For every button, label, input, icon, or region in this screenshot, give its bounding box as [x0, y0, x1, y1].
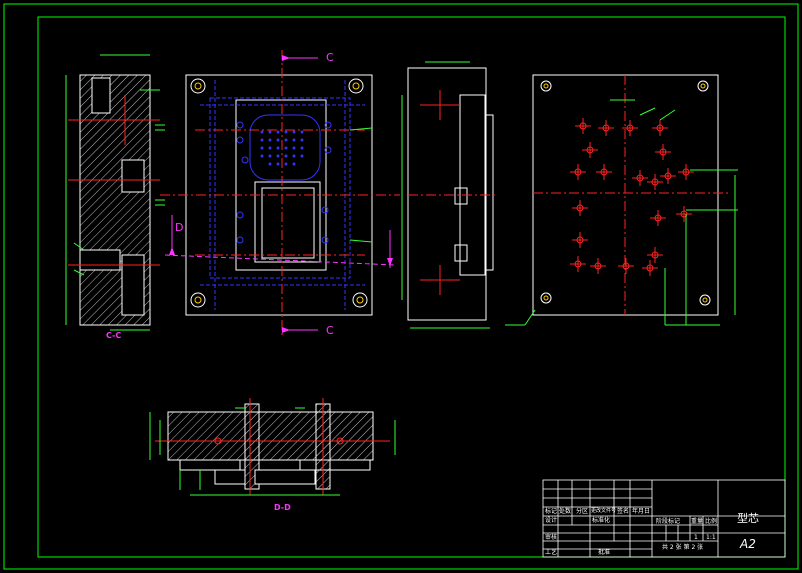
- tb-left-label: 工艺: [545, 549, 558, 556]
- view-label-dd: D-D: [274, 503, 291, 512]
- title-block: [542, 479, 786, 558]
- tb-scale: 1:1: [706, 534, 716, 541]
- tb-col-header: 比例: [705, 518, 718, 525]
- tb-left-label: 审核: [545, 534, 558, 541]
- tb-left-value: 批准: [598, 549, 611, 556]
- tb-part-name: 型芯: [737, 512, 759, 525]
- view-label-cc: C-C: [106, 331, 122, 340]
- outer-frame: [3, 3, 799, 570]
- tb-row-label: 分区: [576, 508, 589, 515]
- tb-sheet-info: 共 2 张 第 2 张: [662, 544, 704, 551]
- tb-row-label: 标记: [545, 508, 558, 515]
- section-mark-c-top: C: [326, 51, 334, 64]
- tb-row-label: 更改文件号: [591, 508, 617, 514]
- section-view-cc: [65, 54, 165, 331]
- tb-col-header: 重量: [691, 518, 704, 525]
- tb-sheet-size: A2: [740, 537, 756, 551]
- tb-left-value: 标准化: [592, 517, 611, 524]
- side-view: [401, 61, 495, 329]
- section-mark-d: D: [175, 221, 184, 234]
- tb-quantity: 1: [694, 534, 698, 541]
- section-mark-c-bottom: C: [326, 324, 334, 337]
- plan-view: [160, 50, 400, 335]
- tb-row-label: 处数: [559, 508, 572, 515]
- tb-col-header: 阶段标记: [656, 518, 681, 525]
- section-view-dd: [149, 398, 396, 496]
- inner-frame: [37, 16, 786, 558]
- tb-row-label: 签名: [617, 508, 630, 515]
- tb-row-label: 年月日: [632, 508, 651, 515]
- tb-left-label: 设计: [545, 517, 558, 524]
- core-plan-view: [505, 74, 738, 326]
